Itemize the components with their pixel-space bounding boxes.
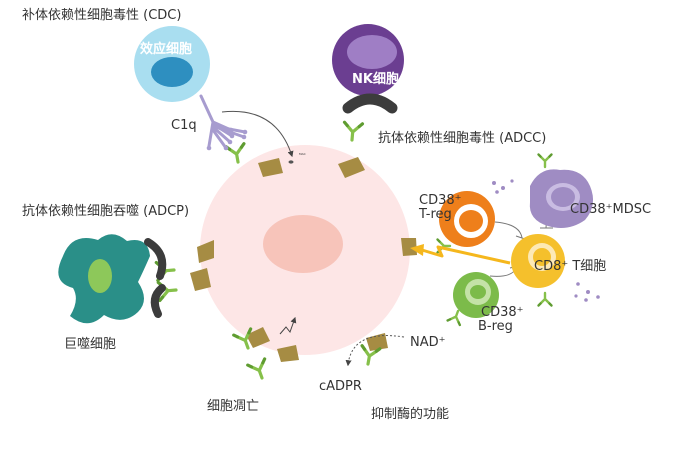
apoptosis-signal-arrow (279, 316, 297, 335)
treg-label: T-reg (418, 207, 452, 222)
cd8-tcell (511, 234, 565, 288)
mdsc-dots (492, 179, 514, 194)
nad-to-cadpr-arrow (345, 335, 405, 367)
effector-cell (134, 26, 210, 102)
enzyme-inhibition-label: 抑制酶的功能 (371, 406, 449, 422)
mac-pore (288, 160, 294, 164)
mdsc-cell (529, 169, 594, 228)
adcp-label: 抗体依赖性细胞吞噬 (ADCP) (22, 204, 189, 219)
treg-cd38-label: CD38⁺ (419, 193, 462, 208)
cd8-signal-arrow (410, 244, 511, 265)
adcc-label: 抗体依赖性细胞毒性 (ADCC) (378, 131, 546, 146)
breg-label: B-reg (478, 319, 513, 334)
tumor-nucleus (263, 215, 343, 273)
macrophage (58, 234, 167, 324)
cdc-label: 补体依赖性细胞毒性 (CDC) (22, 8, 181, 23)
breg-cd38-label: CD38⁺ (481, 305, 524, 320)
nk-cell (332, 24, 404, 114)
cadpr-label: cADPR (319, 379, 362, 394)
apoptosis-label: 细胞凋亡 (207, 399, 259, 414)
treg-cell (439, 191, 495, 247)
cd8-dots (574, 282, 600, 302)
c1q-complex (199, 94, 247, 150)
mdsc-label: CD38⁺MDSC (570, 202, 651, 217)
effector-cell-label: 效应细胞 (140, 41, 192, 57)
cd8-tcell-label: CD8⁺ T细胞 (534, 259, 606, 274)
cdc-arrow (221, 110, 294, 158)
mac-label: MAC (299, 152, 306, 156)
nad-label: NAD⁺ (410, 335, 446, 350)
breg-cell (453, 272, 499, 318)
nk-cell-label: NK细胞 (352, 71, 399, 87)
tumor-cell (200, 145, 410, 355)
c1q-label: C1q (171, 118, 197, 133)
macrophage-label: 巨噬细胞 (64, 337, 116, 352)
